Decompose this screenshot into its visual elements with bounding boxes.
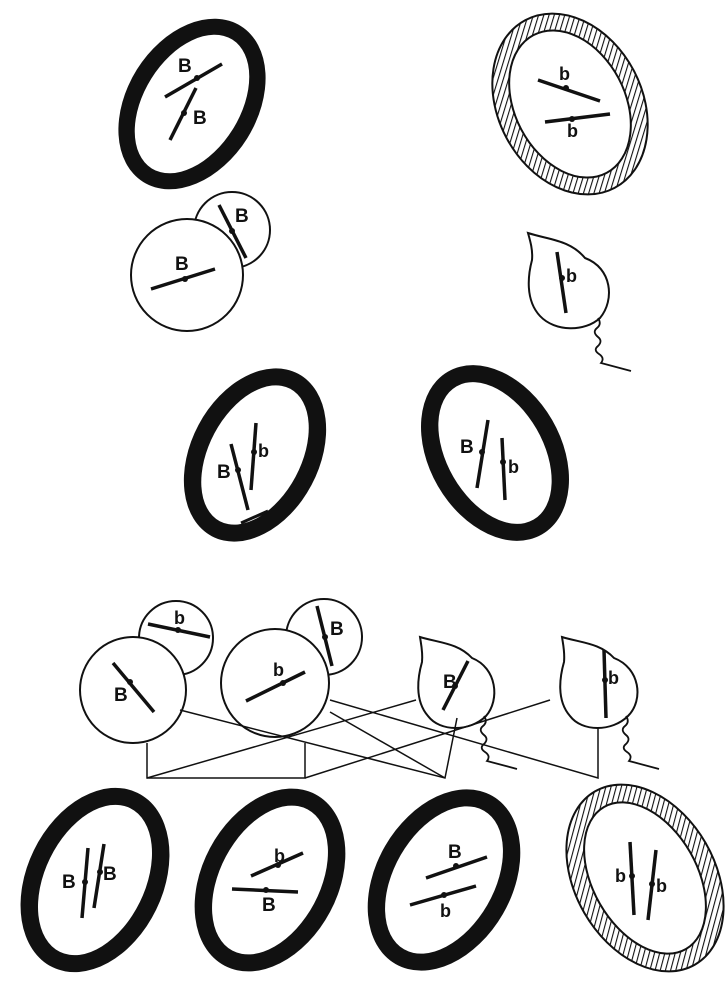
offspring-seed-4: b b — [534, 756, 728, 985]
allele-label: b — [567, 121, 578, 141]
allele-label: B — [193, 108, 207, 129]
f1-ovule-right: b — [560, 637, 659, 769]
allele-label: B — [62, 872, 76, 893]
allele-label: B — [443, 672, 457, 693]
allele-label: B — [448, 842, 462, 863]
allele-label: B — [103, 864, 117, 885]
allele-label: b — [508, 457, 519, 477]
allele-label: b — [258, 441, 269, 461]
allele-label: b — [274, 846, 285, 866]
f1-seed-right: B b — [391, 339, 599, 568]
allele-label: b — [656, 876, 667, 896]
allele-label: b — [608, 668, 619, 688]
allele-label: B — [262, 895, 276, 916]
allele-label: B — [114, 685, 128, 706]
cross-lines — [147, 700, 598, 778]
allele-label: B — [178, 56, 192, 77]
f1-pollen-right: B b — [221, 599, 362, 737]
allele-label: B — [460, 437, 474, 458]
allele-label: b — [273, 660, 284, 680]
parent-dominant-seed: B B — [88, 0, 296, 216]
offspring-seed-1: B B — [0, 763, 199, 985]
allele-label: b — [566, 266, 577, 286]
f1-pollen-left: b B — [80, 601, 213, 743]
allele-label: b — [174, 608, 185, 628]
f1-seed-left: B b — [155, 344, 354, 567]
ovule-recessive: b — [528, 233, 631, 371]
allele-label: b — [615, 866, 626, 886]
parent-recessive-seed: b b — [462, 0, 678, 222]
allele-label: b — [559, 64, 570, 84]
f1-ovule-left: B — [418, 637, 517, 769]
offspring-seed-3: B b — [337, 762, 552, 985]
allele-label: B — [235, 206, 249, 227]
allele-label: B — [175, 254, 189, 275]
offspring-seed-2: b B — [164, 762, 375, 985]
pollen-grains-dominant: B B — [131, 192, 270, 331]
allele-label: B — [330, 619, 344, 640]
allele-label: b — [440, 901, 451, 921]
allele-label: B — [217, 462, 231, 483]
